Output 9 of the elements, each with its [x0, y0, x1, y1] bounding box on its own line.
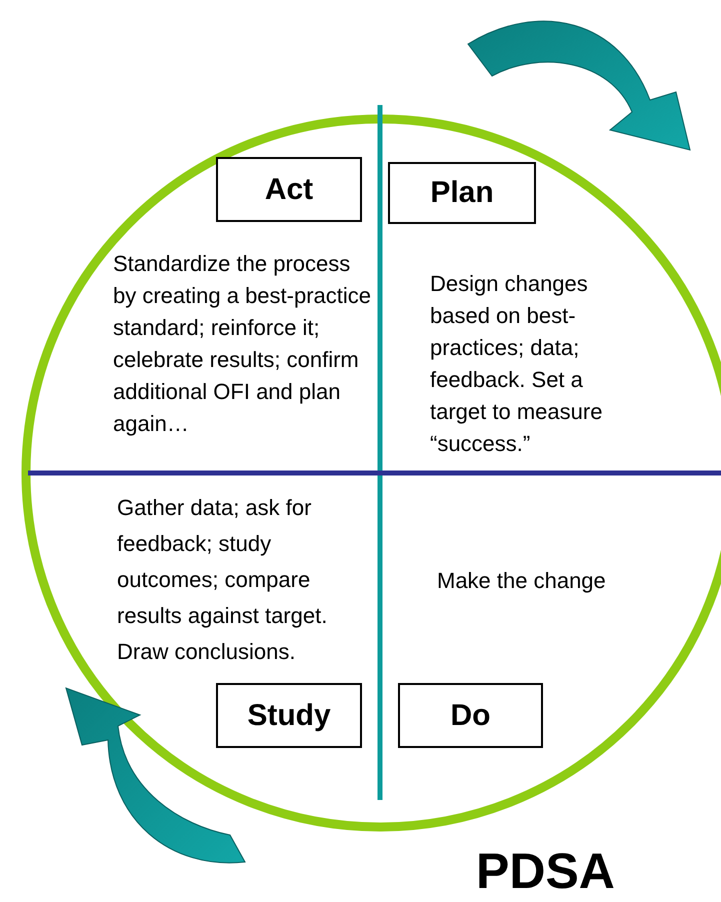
description-text: Design changes based on best-practices; data; feedback. Set a target to measure “success.”: [430, 270, 604, 458]
diagram-title: PDSA: [476, 842, 615, 900]
description-text: Gather data; ask for feedback; study outcomes; compare results against target. Draw conclusions.: [117, 494, 328, 666]
quadrant-title: Plan: [388, 162, 536, 224]
quadrant-title: Do: [398, 683, 543, 748]
quadrant-title: Act: [216, 157, 362, 222]
quadrant-title: Study: [216, 683, 362, 748]
description-text: Standardize the process by creating a best-practice standard; reinforce it; celebrate results; confirm additional OFI and plan again…: [113, 250, 372, 438]
description-text: Make the change: [437, 567, 607, 595]
